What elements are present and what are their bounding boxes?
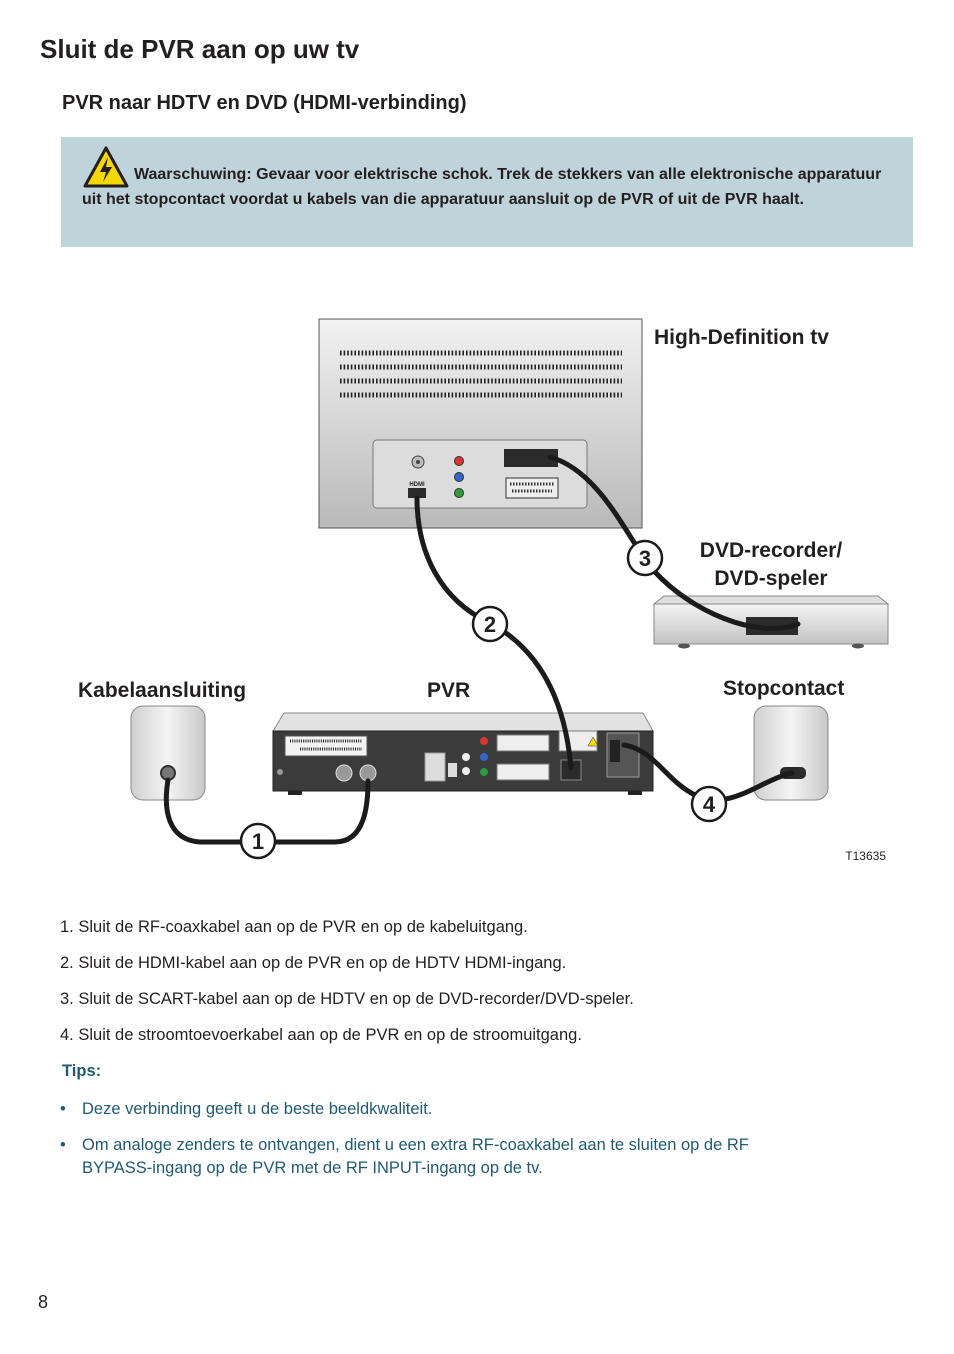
label-pvr: PVR [427,679,470,702]
callout-4: 4 [690,785,728,823]
pvr-usb-port [448,763,457,777]
tv-green-jack [454,488,464,498]
tv-hdmi-port [408,488,426,498]
step-item: 4. Sluit de stroomtoevoerkabel aan op de… [60,1026,582,1044]
tv-vents [340,350,622,398]
label-dvd-line1: DVD-recorder/ [700,539,843,562]
section-subtitle: PVR naar HDTV en DVD (HDMI-verbinding) [62,92,467,114]
bullet: • [60,1100,66,1118]
step-item: 1. Sluit de RF-coaxkabel aan op de PVR e… [60,918,528,936]
high-voltage-warning-icon [83,146,129,188]
label-hd-tv: High-Definition tv [654,326,829,349]
tip-item: •Deze verbinding geeft u de beste beeldk… [60,1098,820,1121]
tv-hdmi-label: HDMI [409,482,425,488]
warning-text: Waarschuwing: Gevaar voor elektrische sc… [82,166,882,208]
label-cable-connection: Kabelaansluiting [78,679,246,702]
tv-scart-port-2 [505,477,559,499]
bullet: • [60,1136,66,1154]
tv-red-jack [454,456,464,466]
callout-2: 2 [471,605,509,643]
steps-list: 1. Sluit de RF-coaxkabel aan op de PVR e… [60,916,920,1060]
connection-diagram: HDMI [78,318,890,863]
step-item: 3. Sluit de SCART-kabel aan op de HDTV e… [60,990,634,1008]
dvd-recorder [652,595,890,649]
label-power-outlet: Stopcontact [723,677,844,700]
svg-text:1: 1 [252,829,264,854]
warning-box: Waarschuwing: Gevaar voor elektrische sc… [61,137,913,247]
svg-text:3: 3 [639,546,651,571]
figure-reference: T13635 [845,849,886,863]
tips-list: •Deze verbinding geeft u de beste beeldk… [60,1098,820,1193]
pvr-scart-tv [496,734,550,752]
svg-text:2: 2 [484,612,496,637]
dvd-scart-port [746,617,798,635]
pvr-scart-vcr [496,763,550,781]
callout-1: 1 [239,822,277,860]
tips-heading: Tips: [62,1062,102,1080]
tv-blue-jack [454,472,464,482]
hd-tv: HDMI [318,318,643,529]
callout-3: 3 [626,539,664,577]
svg-text:4: 4 [703,792,716,817]
label-dvd-line2: DVD-speler [714,567,827,590]
step-item: 2. Sluit de HDMI-kabel aan op de PVR en … [60,954,567,972]
pvr-device [272,712,654,795]
pvr-rf-bypass-port [335,764,353,782]
tip-item: •Om analoge zenders te ontvangen, dient … [60,1136,749,1177]
page-number: 8 [38,1292,49,1312]
page-title: Sluit de PVR aan op uw tv [40,34,360,64]
pvr-ethernet-ports [424,752,446,782]
tv-scart-port [504,449,558,467]
